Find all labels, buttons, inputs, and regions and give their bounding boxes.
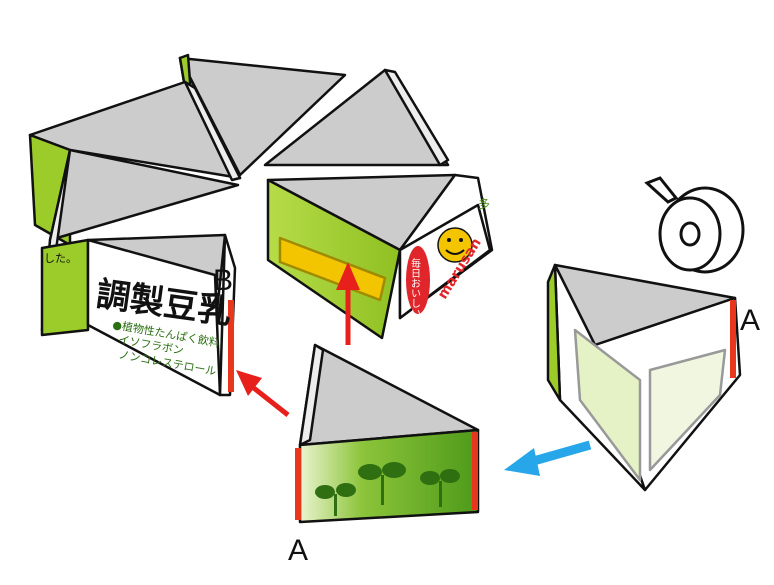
carton-b xyxy=(86,233,237,397)
carton-tagline: 毎日おいしい xyxy=(409,257,421,318)
carton-back-right xyxy=(263,68,450,167)
carton-left-middle xyxy=(40,148,240,337)
smiley-logo-icon xyxy=(406,227,473,314)
tape-roll-icon xyxy=(644,176,745,274)
arrow-blue-left xyxy=(504,440,592,476)
label-a-bottom: A xyxy=(288,534,308,567)
label-b: B xyxy=(213,264,233,297)
label-a-top: A xyxy=(740,304,760,337)
carton-fragment: した。 xyxy=(44,252,77,265)
arrow-red-left xyxy=(236,370,290,417)
arrow-red-up xyxy=(336,262,360,345)
carton-side-fragment: 多 xyxy=(478,197,490,211)
carton-taped-right xyxy=(546,263,742,492)
sprout-icon xyxy=(315,462,460,516)
